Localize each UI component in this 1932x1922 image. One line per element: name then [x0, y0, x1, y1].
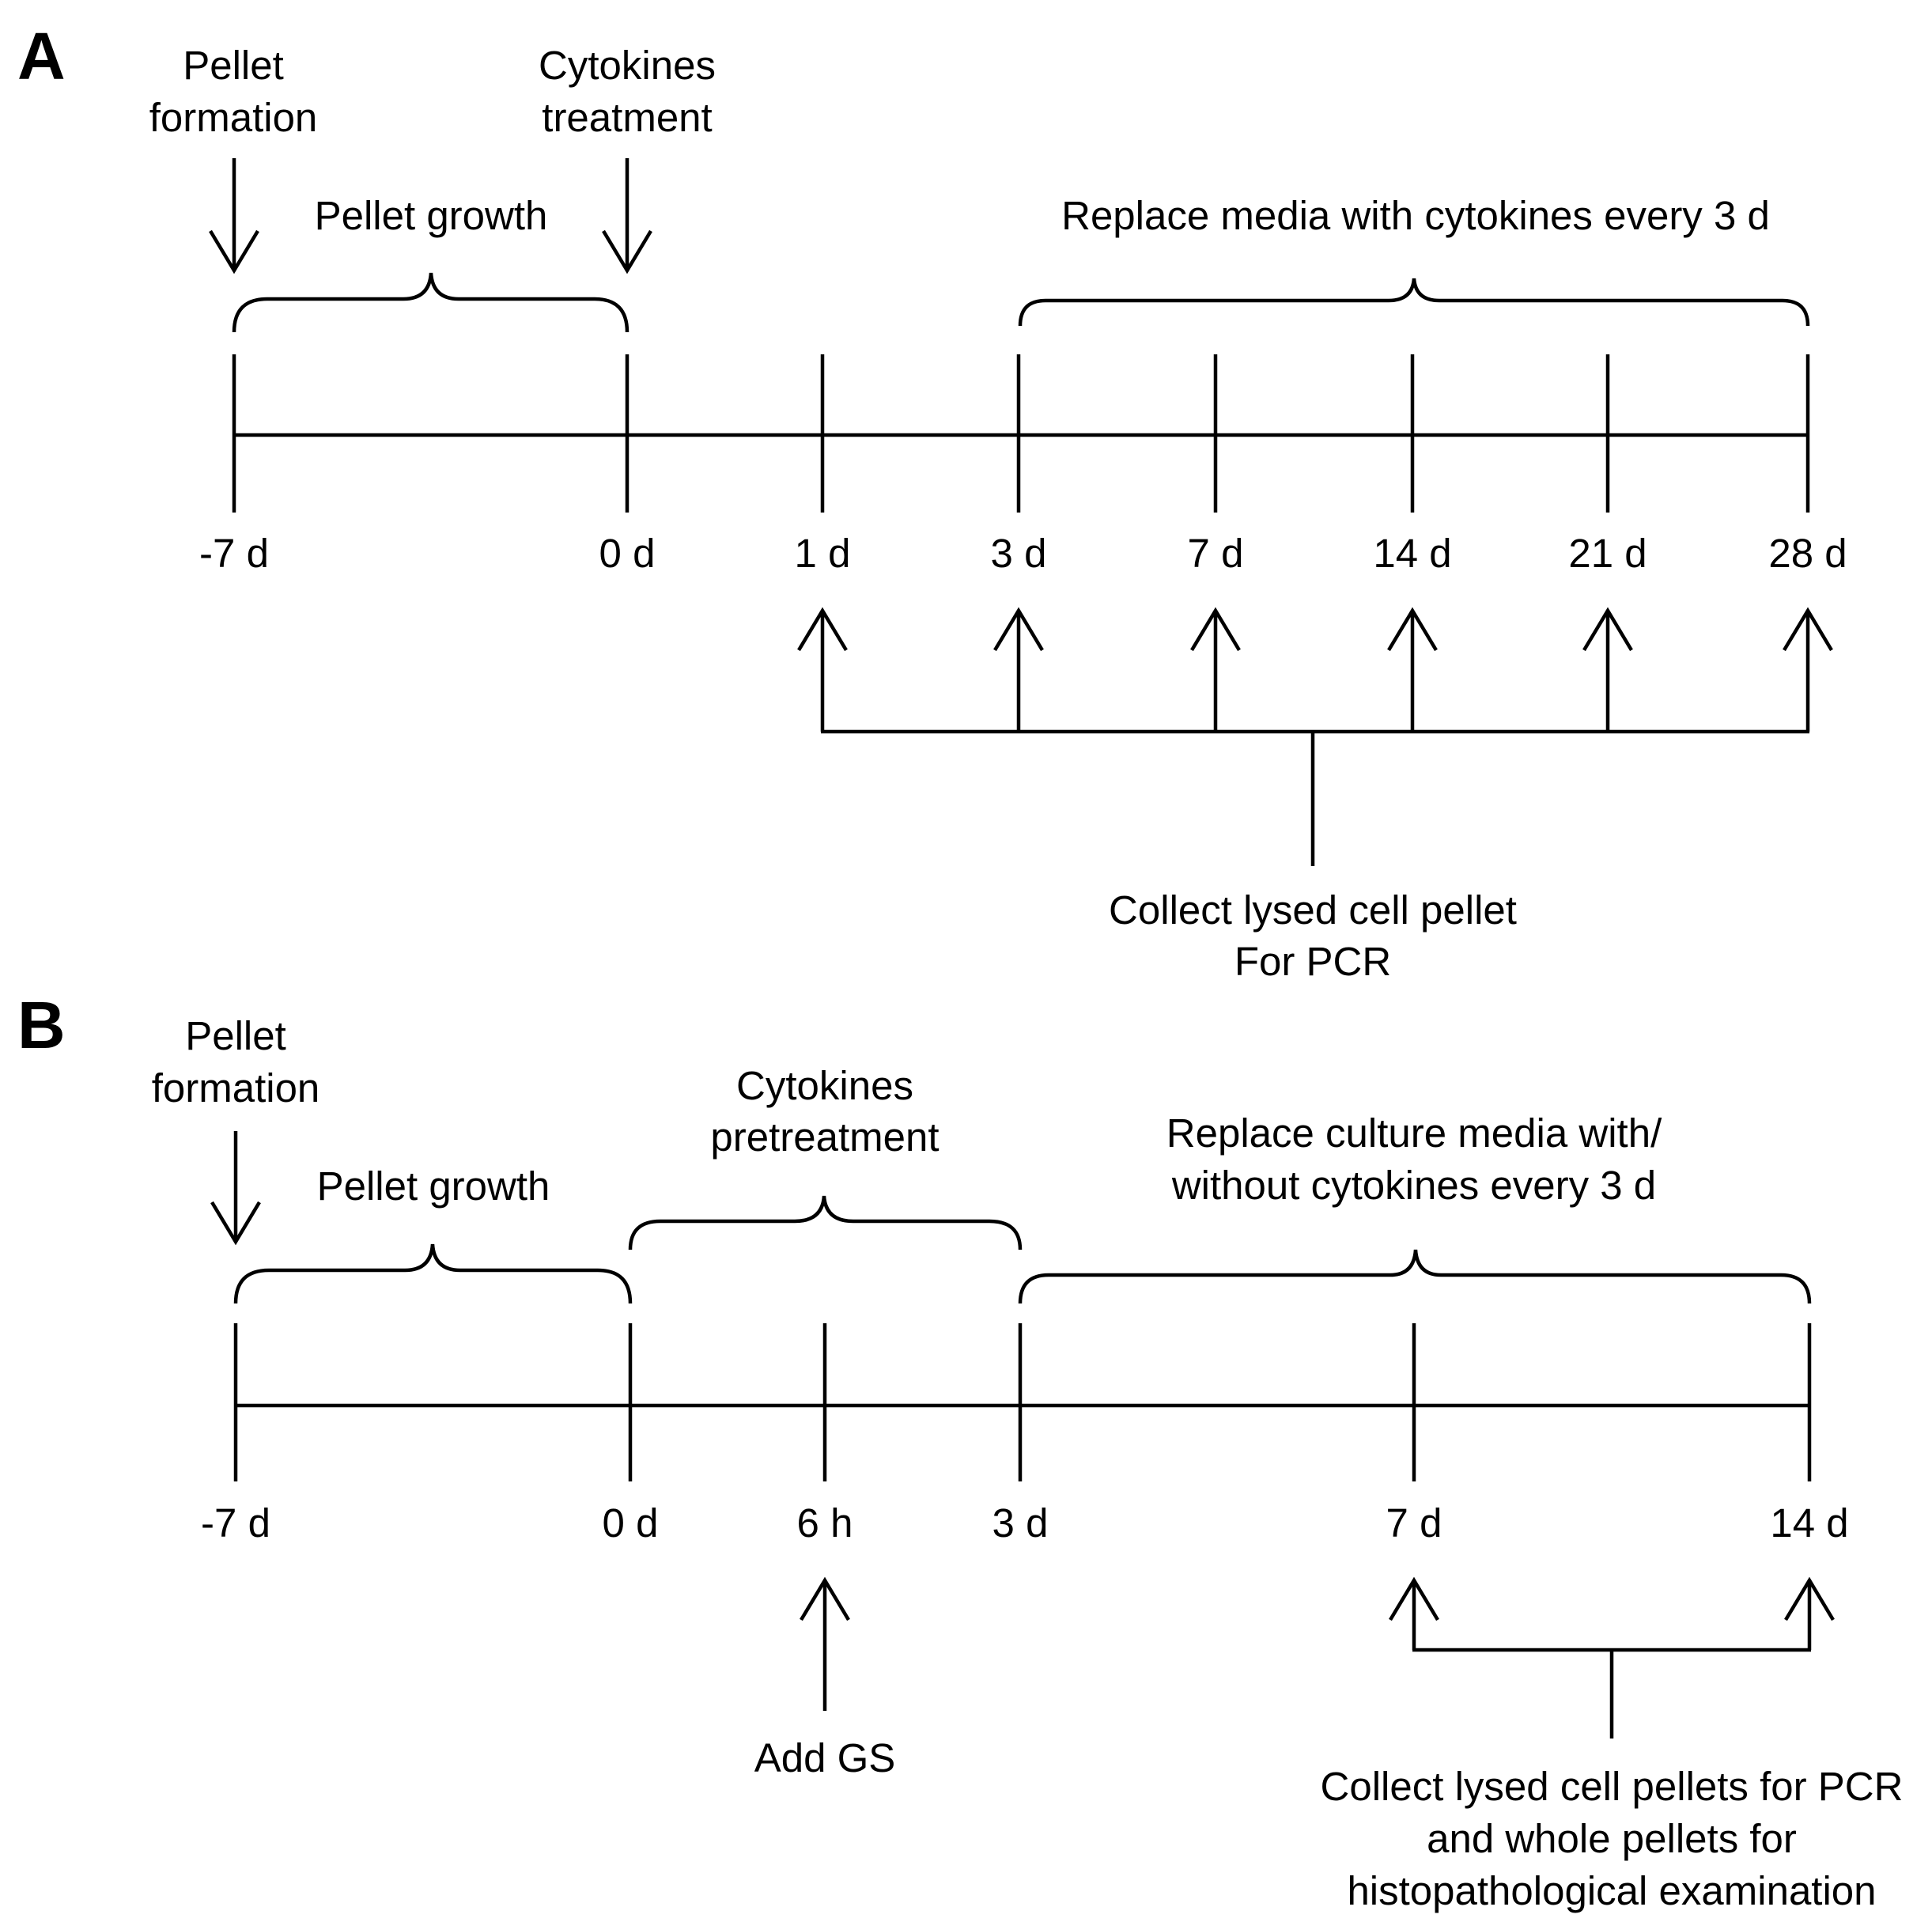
pellet-formation-label-line2: formation — [149, 95, 318, 140]
pellet-growth-label: Pellet growth — [317, 1163, 550, 1209]
collect-arrow — [1582, 607, 1633, 732]
cytokines-pretreatment-brace — [628, 1195, 1023, 1250]
panel-b-letter: B — [17, 988, 66, 1062]
replace-media-brace — [1018, 278, 1810, 327]
collect-label-line3: histopathological examination — [1347, 1868, 1876, 1913]
cytokines-treatment-label-line2: treatment — [542, 95, 712, 140]
panel-b: B Pellet formation Pellet growth Cytokin… — [17, 988, 1903, 1913]
replace-media-label-line2: without cytokines every 3 d — [1171, 1163, 1656, 1208]
collect-arrow — [797, 607, 848, 732]
cytokines-treatment-arrow — [602, 158, 652, 274]
collect-label-line1: Collect lysed cell pellets for PCR — [1321, 1764, 1904, 1809]
replace-media-label-line1: Replace culture media with/ — [1166, 1110, 1662, 1156]
cytokines-pretreatment-label-line1: Cytokines — [736, 1063, 913, 1108]
replace-media-brace — [1018, 1249, 1812, 1304]
tick-label: -7 d — [201, 1500, 270, 1546]
tick-label: 7 d — [1188, 531, 1244, 576]
pellet-growth-brace — [233, 1243, 633, 1304]
tick-label: 21 d — [1568, 531, 1647, 576]
tick-label: 3 d — [992, 1500, 1049, 1546]
tick-label: 28 d — [1768, 531, 1847, 576]
collect-label-line2: and whole pellets for — [1427, 1816, 1797, 1861]
collect-arrow — [1784, 1576, 1835, 1650]
pellet-formation-label-line1: Pellet — [185, 1013, 286, 1058]
collect-arrow — [1387, 607, 1438, 732]
pellet-formation-arrow — [209, 158, 259, 274]
tick-label: 0 d — [599, 531, 656, 576]
pellet-formation-arrow — [210, 1131, 261, 1246]
tick-label: 3 d — [991, 531, 1047, 576]
pellet-formation-label-line2: formation — [152, 1065, 320, 1110]
add-gs-arrow — [800, 1576, 850, 1711]
tick-label: 0 d — [603, 1500, 659, 1546]
pellet-growth-label: Pellet growth — [315, 193, 548, 238]
pellet-formation-label-line1: Pellet — [183, 43, 284, 88]
tick-label: 14 d — [1373, 531, 1451, 576]
collect-label-line1: Collect lysed cell pellet — [1109, 887, 1517, 933]
panel-a: A Pellet formation Cytokines treatment P… — [17, 19, 1847, 984]
tick-label: 6 h — [797, 1500, 853, 1546]
cytokines-treatment-label-line1: Cytokines — [539, 43, 716, 88]
pellet-growth-brace — [232, 272, 630, 333]
collect-arrow — [1389, 1576, 1439, 1650]
collect-arrow — [1190, 607, 1241, 732]
tick-label: 7 d — [1386, 1500, 1442, 1546]
collect-arrow — [1783, 607, 1833, 732]
add-gs-label: Add GS — [754, 1735, 896, 1780]
panel-a-letter: A — [17, 19, 66, 93]
cytokines-pretreatment-label-line2: pretreatment — [710, 1114, 939, 1160]
replace-media-label: Replace media with cytokines every 3 d — [1061, 193, 1770, 238]
collect-label-line2: For PCR — [1234, 939, 1391, 984]
tick-label: 14 d — [1770, 1500, 1848, 1546]
collect-arrow — [993, 607, 1044, 732]
tick-label: -7 d — [199, 531, 269, 576]
tick-label: 1 d — [795, 531, 851, 576]
